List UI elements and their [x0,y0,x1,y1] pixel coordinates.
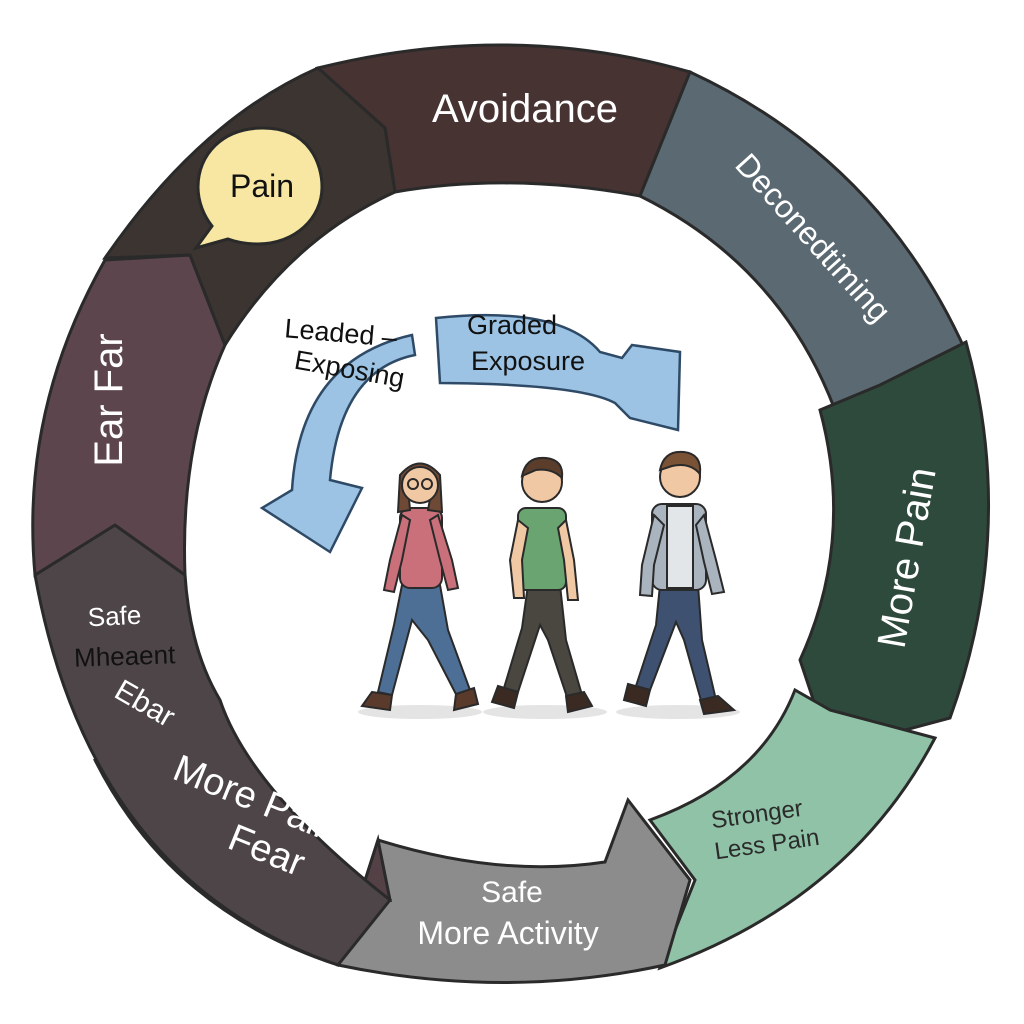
person-2-arm-left [508,518,530,599]
person-1-arm-right [428,513,460,592]
segment-safe-more-activity [336,796,692,984]
arrow-graded-exposure [434,313,682,432]
person-3-shoes [622,682,737,716]
person-1-arm-left [382,513,412,594]
person-3-hair [658,450,702,477]
segment-safe-movement [33,523,393,967]
person-1-head [401,466,439,504]
person-2-shoes [490,684,594,714]
arrow-right-line-2: Exposure [471,346,585,376]
person-3-legs [634,584,718,706]
pain-bubble: Pain [192,126,324,251]
person-1-legs [376,584,472,700]
arrow-leaded-exposing [259,333,417,554]
person-3-shirt [666,505,694,589]
segment-more-pain [798,339,990,752]
person-1-glasses-left [407,478,419,490]
label-safe-more-activity-2: More Activity [417,915,598,951]
label-avoidance: Avoidance [432,87,618,131]
center-arrows [259,313,682,554]
person-2-arm-right [556,517,580,601]
person-1-shoes [360,686,480,712]
person-3-arm-left [638,513,666,598]
person-2-legs [502,584,584,702]
arrow-right-line-1: Graded [467,310,557,340]
person-2-hair [520,456,564,481]
cycle-ring [31,43,990,984]
label-fear: Ear Far [87,333,131,466]
person-1-figure [360,462,480,712]
label-safe-movement-2: Mheaent [74,639,177,673]
label-safe-more-activity-1: Safe [481,876,543,909]
pain-bubble-label: Pain [230,168,294,204]
segment-fear [31,253,227,578]
person-3-figure [622,450,737,716]
person-2-figure [490,456,594,714]
person-1-glasses-right [421,478,433,490]
segment-stronger [647,687,938,971]
pain-bubble-shape [192,126,324,251]
walking-people [358,450,740,719]
label-safe-movement-1: Safe [87,600,142,633]
person-3-arm-right [694,512,726,596]
person-2-torso [517,507,567,591]
